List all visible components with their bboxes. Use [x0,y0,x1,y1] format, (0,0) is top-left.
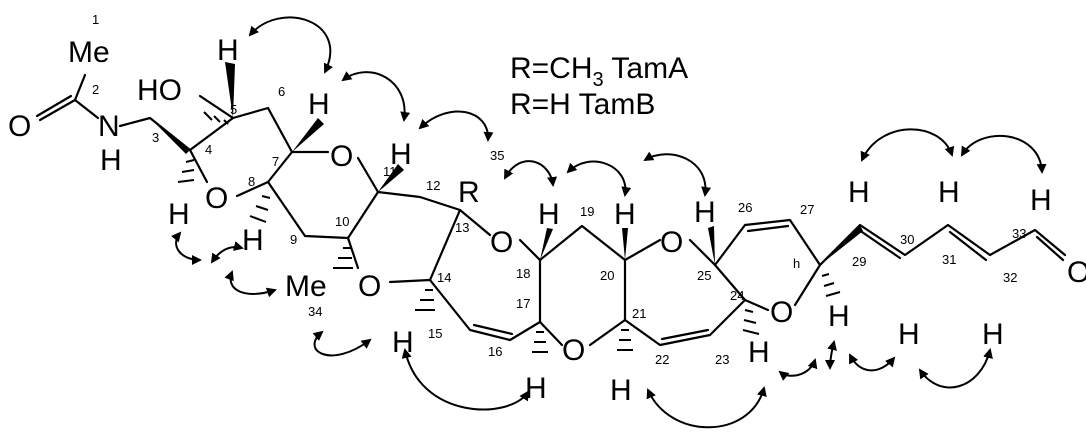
svg-text:32: 32 [1003,270,1017,285]
atom-h-24: H [748,336,770,369]
atom-numbers: 1 2 3 4 5 6 7 8 9 10 11 12 13 14 15 16 1… [92,12,1026,367]
atom-o-17: O [562,334,585,367]
atom-labels: Me O N H HO H H O H H O H R Me O H O H H… [8,34,1086,407]
svg-text:11: 11 [383,164,397,179]
atom-o-13: O [490,226,513,259]
svg-text:21: 21 [632,306,646,321]
svg-text:26: 26 [738,200,752,215]
atom-h-20: H [614,198,636,231]
noe-correlation-arrows [171,16,1047,429]
svg-text:24: 24 [730,288,744,303]
atom-ho: HO [137,74,182,107]
svg-text:14: 14 [437,270,451,285]
svg-text:23: 23 [715,352,729,367]
svg-text:22: 22 [655,352,669,367]
atom-n: N [98,110,120,143]
atom-h-18: H [538,198,560,231]
atom-h-7: H [308,88,330,121]
atom-o-24: O [770,296,793,329]
atom-o-amide: O [8,110,31,143]
atom-me-34: Me [285,270,327,303]
svg-text:h: h [793,256,800,271]
svg-text:19: 19 [580,204,594,219]
atom-h-17: H [525,372,547,405]
svg-text:5: 5 [230,102,237,117]
atom-o-10: O [358,270,381,303]
svg-text:18: 18 [516,266,530,281]
svg-text:20: 20 [600,268,614,283]
svg-text:17: 17 [516,296,530,311]
svg-text:34: 34 [308,304,322,319]
atom-h-8: H [242,224,264,257]
svg-text:4: 4 [205,142,212,157]
atom-h-25: H [694,196,716,229]
atom-h-32: H [982,318,1004,351]
svg-text:8: 8 [248,174,255,189]
atom-n-h: H [100,144,122,177]
atom-h-11: H [390,138,412,171]
svg-text:13: 13 [455,220,469,235]
svg-text:1: 1 [92,12,99,27]
svg-text:3: 3 [152,130,159,145]
svg-text:7: 7 [272,154,279,169]
svg-text:12: 12 [426,178,440,193]
svg-text:29: 29 [852,254,866,269]
atom-h-4: H [168,198,190,231]
svg-text:10: 10 [335,214,349,229]
atom-h-14: H [392,326,414,359]
atom-h-h: H [828,300,850,333]
atom-r: R [458,176,480,209]
atom-me-1: Me [68,36,110,69]
atom-h-33: H [1030,184,1052,217]
svg-text:35: 35 [490,148,504,163]
svg-text:6: 6 [278,84,285,99]
svg-text:27: 27 [800,202,814,217]
atom-o-ring-a: O [205,182,228,215]
atom-h-21: H [610,374,632,407]
svg-text:2: 2 [92,82,99,97]
svg-text:15: 15 [428,326,442,341]
atom-o-7: O [330,140,353,173]
legend-line-2: R=H TamB [510,88,655,121]
atom-o-20: O [660,226,683,259]
legend-line-1: R=CH3 TamA [510,52,688,91]
svg-text:30: 30 [900,232,914,247]
svg-text:33: 33 [1012,226,1026,241]
atom-h-30: H [898,318,920,351]
svg-text:9: 9 [290,232,297,247]
atom-h-29: H [848,176,870,209]
atom-h-5: H [217,34,239,67]
svg-text:31: 31 [942,252,956,267]
atom-h-31: H [938,176,960,209]
atom-o-aldehyde: O [1067,256,1086,289]
stereo-bonds [150,62,863,353]
svg-text:25: 25 [697,268,711,283]
svg-text:16: 16 [488,344,502,359]
